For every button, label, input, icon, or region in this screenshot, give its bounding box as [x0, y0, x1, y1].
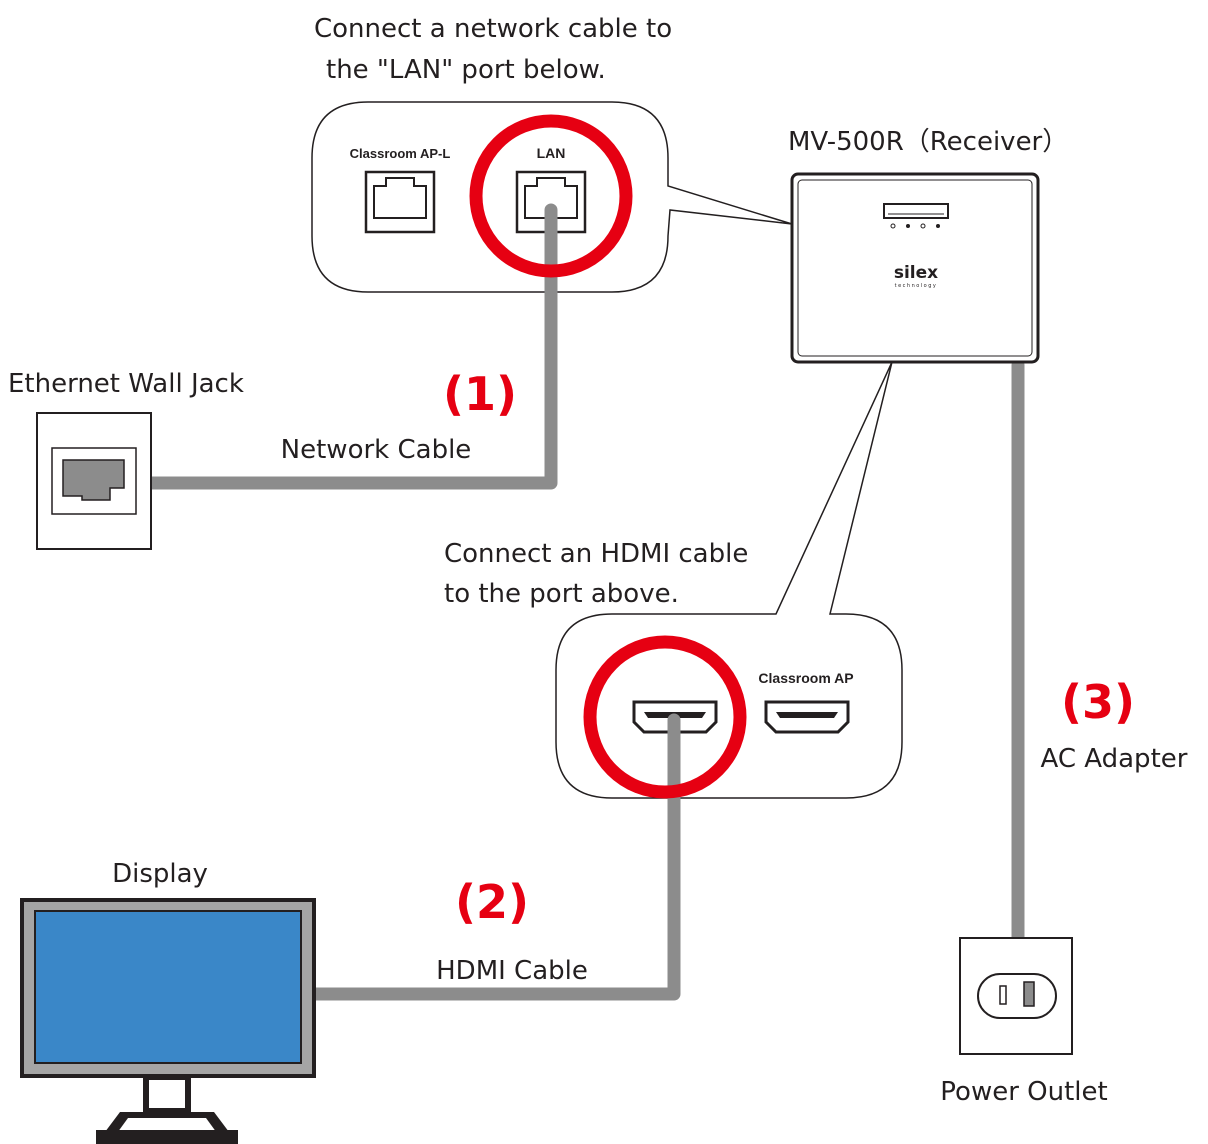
- step-2-number: (2): [455, 875, 529, 929]
- hdmi-callout: Classroom AP: [555, 361, 903, 799]
- lan-highlight-circle: [469, 114, 633, 278]
- receiver-brand-logo: silex: [894, 263, 938, 283]
- classroom-ap-l-port-icon: [364, 170, 436, 234]
- lan-instruction-line2: the "LAN" port below.: [326, 55, 606, 85]
- classroom-ap-hdmi-port-icon: [764, 700, 850, 734]
- ac-adapter-label: AC Adapter: [1041, 744, 1188, 774]
- ethernet-wall-jack-label: Ethernet Wall Jack: [8, 369, 244, 399]
- receiver-device: silex technology: [790, 172, 1040, 364]
- receiver-brand-sub: technology: [895, 283, 938, 289]
- ethernet-wall-jack-icon: [36, 412, 152, 550]
- lan-callout: Classroom AP-L LAN: [311, 101, 793, 293]
- lan-instruction-line1: Connect a network cable to: [314, 14, 672, 44]
- hdmi-instruction-line2: to the port above.: [444, 579, 679, 609]
- hdmi-cable-label: HDMI Cable: [436, 956, 588, 986]
- hdmi-instruction-line1: Connect an HDMI cable: [444, 539, 748, 569]
- receiver-label: MV-500R（Receiver）: [788, 127, 1068, 157]
- display-label: Display: [112, 859, 208, 889]
- power-outlet-label: Power Outlet: [940, 1077, 1107, 1107]
- network-cable-label: Network Cable: [281, 435, 472, 465]
- step-1-number: (1): [443, 367, 517, 421]
- lan-port-label: LAN: [537, 145, 566, 161]
- power-outlet-icon: [959, 937, 1073, 1055]
- hdmi-cable: [305, 713, 681, 1001]
- classroom-ap-l-label: Classroom AP-L: [350, 146, 451, 161]
- classroom-ap-label: Classroom AP: [758, 670, 853, 686]
- led-indicator-panel: [883, 203, 949, 229]
- network-cable: [111, 203, 558, 490]
- display-icon: [20, 898, 316, 1144]
- hdmi-highlight-circle: [583, 635, 747, 799]
- step-3-number: (3): [1061, 675, 1135, 729]
